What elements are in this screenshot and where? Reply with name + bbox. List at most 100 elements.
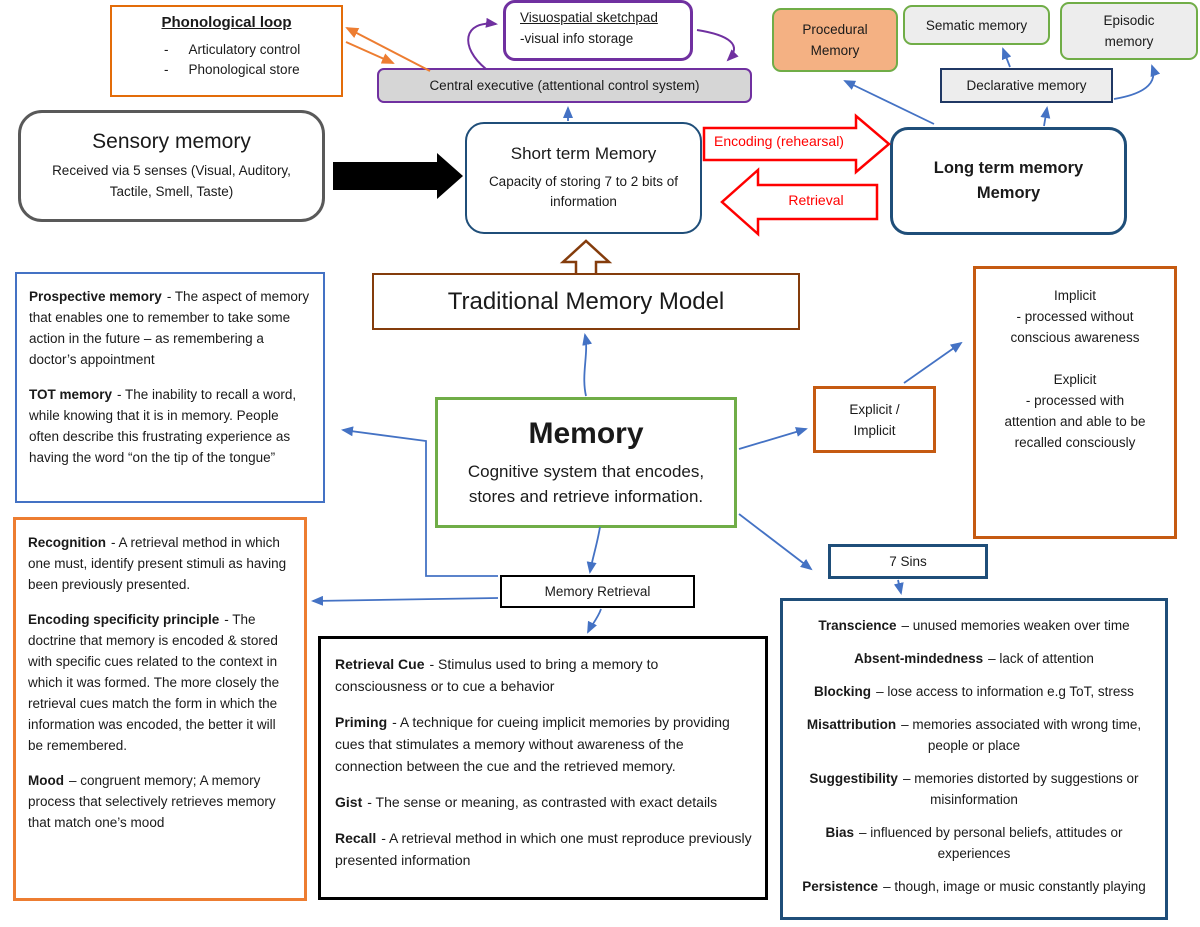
sin-def: – though, image or music constantly play… [883, 879, 1146, 894]
sin-entry: Persistence – though, image or music cons… [793, 876, 1155, 897]
arrow-ltm-to-procedural [843, 80, 935, 125]
seven-sins-box: 7 Sins [828, 544, 988, 579]
definition-entry: TOT memory- The inability to recall a wo… [29, 384, 311, 468]
sin-entry: Blocking – lose access to information e.g… [793, 681, 1155, 702]
retrieval-methods-box: Retrieval Cue- Stimulus used to bring a … [318, 636, 768, 900]
episodic-line1: Episodic [1103, 13, 1155, 28]
desc-line: conscious awareness [1010, 330, 1140, 345]
definition-text: – congruent memory; A memory process tha… [28, 773, 276, 830]
definition-text: - The sense or meaning, as contrasted wi… [367, 794, 718, 810]
definition-term: Gist [335, 794, 363, 810]
definition-text: - The doctrine that memory is encoded & … [28, 612, 280, 753]
recognition-box: Recognition- A retrieval method in which… [13, 517, 307, 901]
desc-line: - processed without [1016, 309, 1134, 324]
procedural-memory-box: Procedural Memory [772, 8, 898, 72]
explicit-implicit-box: Explicit / Implicit [813, 386, 936, 453]
definition-term: Priming [335, 714, 388, 730]
central-executive-label: Central executive (attentional control s… [429, 78, 700, 93]
visuospatial-title: Visuospatial sketchpad [520, 10, 658, 25]
sin-term: Transcience [818, 618, 897, 633]
episodic-line2: memory [1104, 34, 1154, 49]
procedural-line2: Memory [810, 43, 860, 58]
long-term-line2: Memory [976, 184, 1041, 202]
sematic-label: Sematic memory [925, 17, 1028, 33]
arrow-phonological-to-ce [345, 41, 395, 64]
memory-central-box: Memory Cognitive system that encodes, st… [435, 397, 737, 528]
sin-term: Suggestibility [809, 771, 898, 786]
desc-line [976, 348, 1174, 369]
desc-line: recalled consciously [1014, 435, 1136, 450]
arrow-ce-to-sketchpad [467, 17, 498, 70]
memory-body: Cognitive system that encodes, stores an… [467, 461, 705, 506]
bullet-label: Phonological store [188, 62, 300, 77]
definition-entry: Recognition- A retrieval method in which… [28, 532, 294, 595]
phonological-item: - Phonological store [112, 60, 341, 80]
sin-term: Persistence [802, 879, 879, 894]
definition-entry: Priming- A technique for cueing implicit… [335, 711, 753, 777]
sin-entry: Bias– influenced by personal beliefs, at… [793, 822, 1155, 864]
encoding-flow-label: Encoding (rehearsal) [714, 133, 844, 149]
definition-term: Encoding specificity principle [28, 612, 220, 627]
definition-entry: Retrieval Cue- Stimulus used to bring a … [335, 653, 753, 697]
prospective-tot-box: Prospective memory- The aspect of memory… [15, 272, 325, 503]
explicit-line1: Explicit / [849, 401, 900, 417]
definition-term: Retrieval Cue [335, 656, 425, 672]
definition-text: - The aspect of memory that enables one … [29, 289, 310, 367]
bullet-dash: - [164, 42, 169, 57]
long-term-memory-box: Long term memory Memory [890, 127, 1127, 235]
definition-text: - The inability to recall a word, while … [29, 387, 297, 465]
arrow-declarative-to-episodic [1113, 64, 1161, 100]
definition-entry: Prospective memory- The aspect of memory… [29, 286, 311, 370]
sematic-memory-box: Sematic memory [903, 5, 1050, 45]
definition-entry: Recall- A retrieval method in which one … [335, 827, 753, 871]
sin-def: – lack of attention [988, 651, 1094, 666]
sensory-title: Sensory memory [92, 130, 251, 153]
sin-entry: Misattribution – memories associated with… [793, 714, 1155, 756]
seven-sins-list-box: Transcience– unused memories weaken over… [780, 598, 1168, 920]
arrow-explicit-to-description [903, 341, 963, 384]
definition-text: - A retrieval method in which one must, … [28, 535, 287, 592]
arrow-memory-to-traditional [582, 333, 593, 397]
phonological-loop-box: Phonological loop - Articulatory control… [110, 5, 343, 97]
desc-line: - processed with [1025, 393, 1125, 408]
sin-entry: Suggestibility– memories distorted by su… [793, 768, 1155, 810]
arrow-sketchpad-to-ce [696, 29, 739, 62]
bullet-dash: - [164, 62, 169, 77]
memory-title: Memory [528, 416, 644, 450]
arrow-memory-to-explicit [738, 427, 808, 450]
phonological-item: - Articulatory control [112, 40, 341, 60]
arrow-memory-retrieval-to-methods [587, 608, 602, 634]
definition-term: Recognition [28, 535, 106, 550]
arrow-memory-to-seven-sins [738, 513, 813, 571]
sin-entry: Absent-mindedness– lack of attention [793, 648, 1155, 669]
explicit-line2: Implicit [853, 422, 896, 438]
arrow-retrieval-to-recognition [311, 595, 499, 606]
desc-line: Explicit [1053, 372, 1097, 387]
arrow-seven-sins-to-list [893, 579, 904, 595]
sensory-body: Received via 5 senses (Visual, Auditory,… [52, 163, 291, 199]
definition-text: - A retrieval method in which one must r… [335, 830, 752, 868]
implicit-explicit-description-box: Implicit - processed without conscious a… [973, 266, 1177, 539]
traditional-memory-model-box: Traditional Memory Model [372, 273, 800, 330]
sin-def: – influenced by personal beliefs, attitu… [859, 825, 1123, 861]
arrow-memory-to-memory-retrieval [586, 526, 601, 574]
definition-text: - Stimulus used to bring a memory to con… [335, 656, 659, 694]
visuospatial-subtitle: -visual info storage [520, 31, 634, 46]
arrow-ce-to-phonological [345, 27, 431, 72]
desc-line: Implicit [1053, 288, 1096, 303]
memory-retrieval-label: Memory Retrieval [544, 584, 651, 599]
procedural-line1: Procedural [802, 22, 868, 37]
sin-term: Blocking [814, 684, 872, 699]
short-term-body: Capacity of storing 7 to 2 bits of infor… [488, 174, 679, 209]
sin-def: – memories associated with wrong time, p… [901, 717, 1142, 753]
short-term-memory-box: Short term Memory Capacity of storing 7 … [465, 122, 702, 234]
definition-entry: Mood– congruent memory; A memory process… [28, 770, 294, 833]
arrow-sensory-to-stm [333, 153, 463, 199]
phonological-loop-title: Phonological loop [161, 14, 292, 31]
sin-def: – lose access to information e.g ToT, st… [876, 684, 1134, 699]
definition-entry: Encoding specificity principle- The doct… [28, 609, 294, 756]
short-term-title: Short term Memory [510, 144, 657, 163]
definition-term: TOT memory [29, 387, 113, 402]
definition-entry: Gist- The sense or meaning, as contraste… [335, 791, 753, 813]
sin-term: Misattribution [806, 717, 897, 732]
